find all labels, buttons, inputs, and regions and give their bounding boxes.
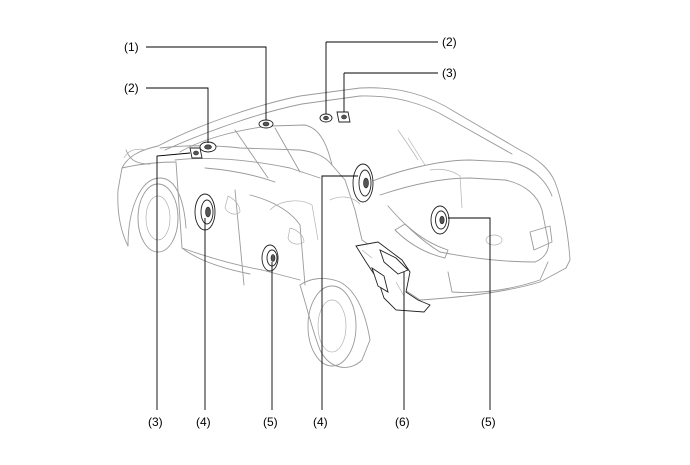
callout-1-roof-speaker: (1) — [124, 40, 139, 54]
callout-4-front-left-door-speaker: (4) — [196, 415, 211, 429]
door-speaker-rear-left — [261, 244, 279, 272]
callout-2-right-tweeter: (2) — [442, 35, 457, 49]
callout-5-rear-left-door-speaker: (5) — [263, 415, 278, 429]
door-speaker-front-right — [352, 163, 374, 203]
door-speaker-rear-right — [430, 205, 450, 235]
car-outline — [117, 87, 571, 368]
door-speaker-front-left — [194, 193, 216, 231]
pillar-speaker-right — [336, 111, 351, 123]
callout-2-left-tweeter: (2) — [124, 81, 139, 95]
amplifier-unit — [355, 241, 431, 313]
callout-3-left-pillar-speaker: (3) — [148, 415, 163, 429]
speaker-roof-center — [258, 119, 274, 129]
callout-4-front-right-door-speaker: (4) — [313, 415, 328, 429]
callout-3-right-pillar-speaker: (3) — [442, 66, 457, 80]
pillar-speaker-left — [189, 147, 203, 159]
leader-lines — [146, 41, 491, 410]
callout-6-amplifier: (6) — [395, 415, 410, 429]
tweeter-front-right — [319, 113, 333, 123]
tweeter-front-left — [199, 141, 217, 153]
callout-5-rear-right-door-speaker: (5) — [481, 415, 496, 429]
